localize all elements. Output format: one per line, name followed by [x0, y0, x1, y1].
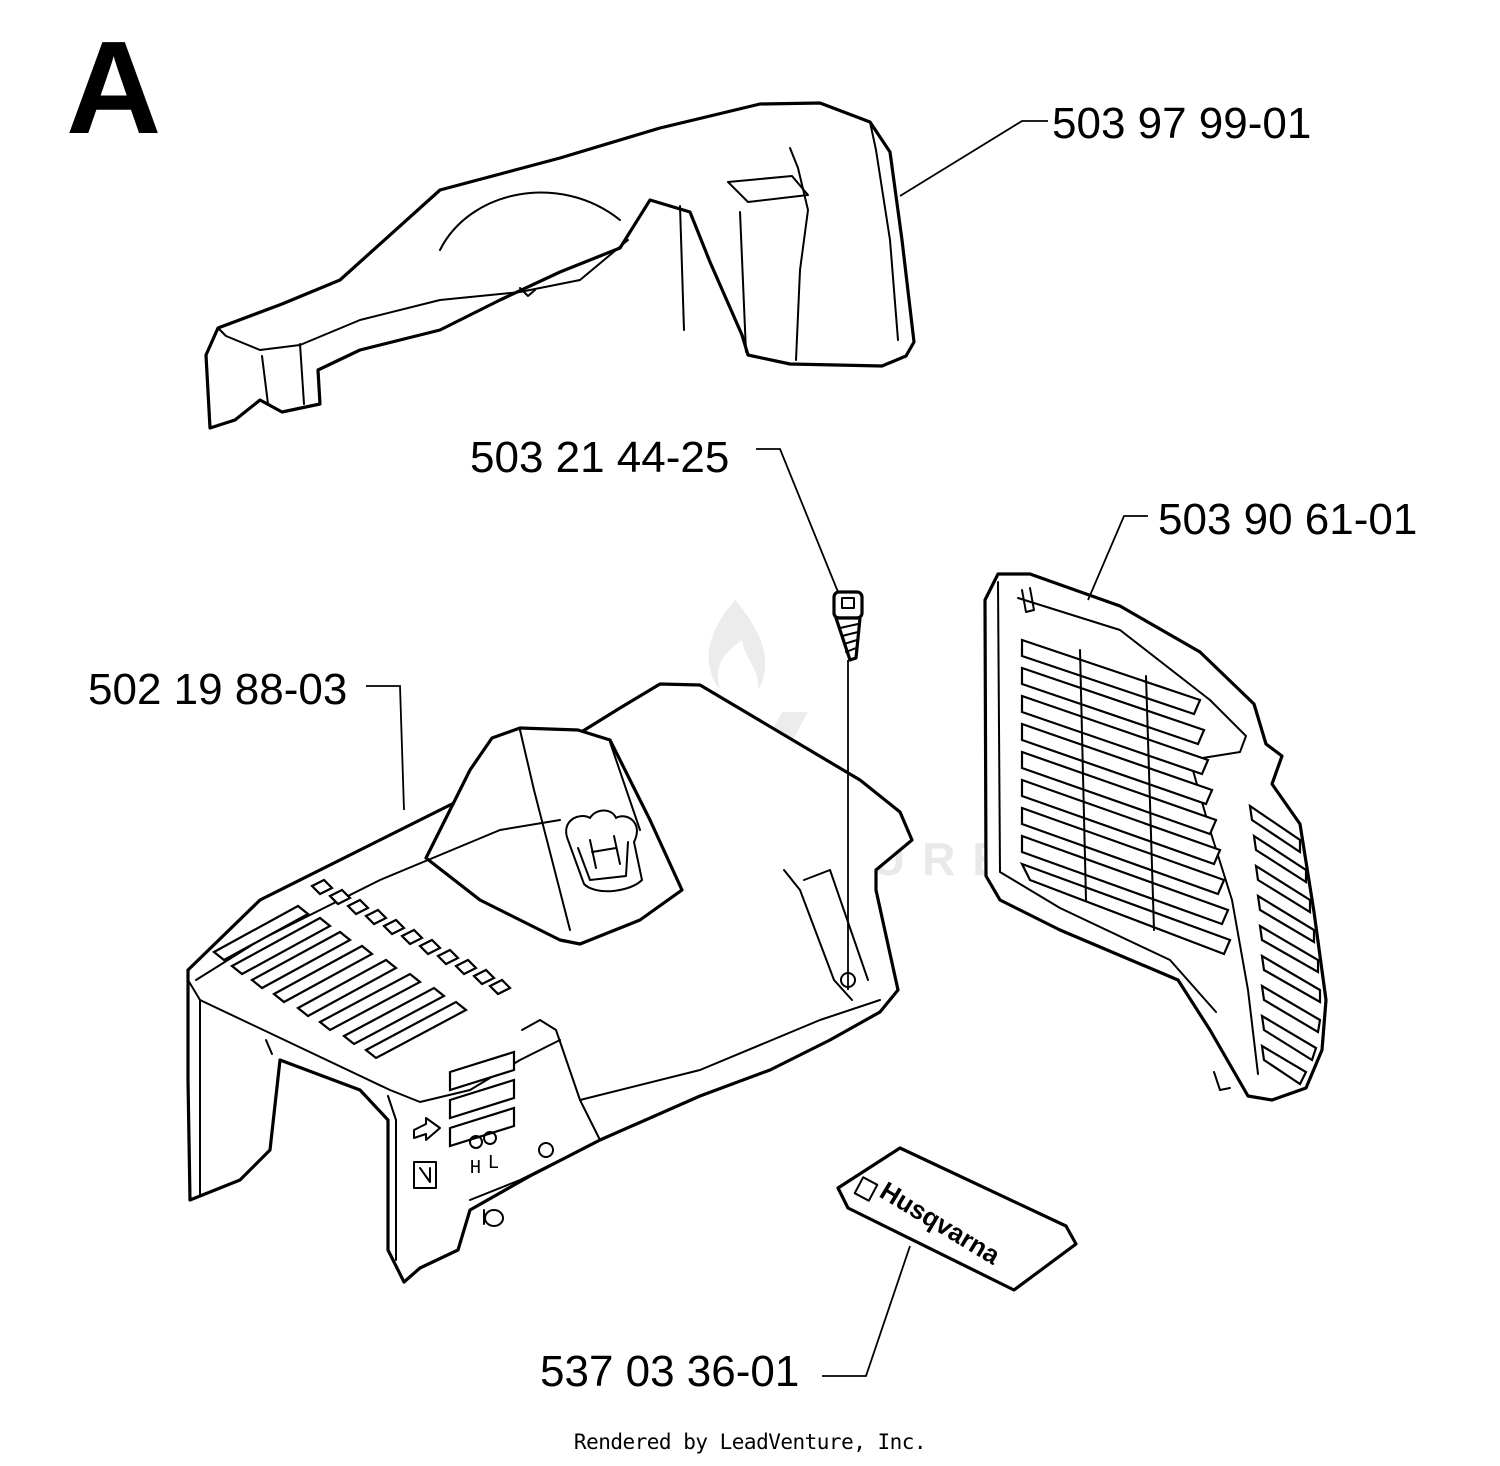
grille-slats	[1019, 638, 1232, 956]
air-intake-grille-part	[983, 572, 1328, 1102]
cylinder-cover-part	[186, 682, 914, 1284]
footer-credit: Rendered by LeadVenture, Inc.	[573, 1430, 927, 1454]
part-number-label: 503 90 61-01	[1158, 495, 1418, 544]
screw-part	[832, 590, 864, 662]
cover-vent-slots	[212, 878, 512, 1060]
leader-502-19-88-03	[366, 685, 405, 811]
grille-side-vents	[1248, 803, 1322, 1086]
leader-503-21-44-25	[756, 448, 839, 593]
top-cover-part	[204, 101, 916, 430]
leader-503-97-99-01	[899, 120, 1048, 197]
decal-crown-icon	[853, 1176, 879, 1202]
leader-503-90-61-01	[1087, 515, 1148, 601]
part-number-label: 537 03 36-01	[540, 1347, 800, 1396]
part-number-label: 503 21 44-25	[470, 433, 730, 482]
carb-l-label: L	[488, 1152, 499, 1173]
part-number-label: 502 19 88-03	[88, 665, 348, 714]
leader-537-03-36-01	[822, 1245, 911, 1377]
carb-h-label: H	[470, 1157, 481, 1178]
cover-side-markings	[413, 1050, 516, 1189]
section-letter: A	[66, 14, 162, 161]
part-number-label: 503 97 99-01	[1052, 99, 1312, 148]
leader-lines	[366, 120, 1148, 1377]
decal-part: Husqvarna	[836, 1146, 1078, 1292]
husqvarna-crown-logo	[565, 809, 643, 893]
